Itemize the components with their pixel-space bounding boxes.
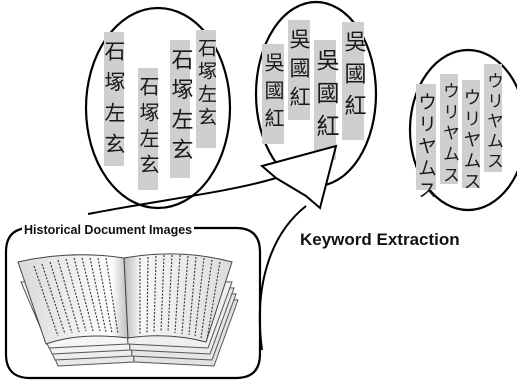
keyword-word: 吳國紅: [341, 22, 367, 140]
document-box-frame: [4, 226, 262, 380]
document-images-box: [4, 226, 262, 380]
keyword-word: 石塚左玄: [195, 30, 217, 148]
svg-text:ウリヤムス: ウリヤムス: [415, 92, 437, 202]
output-label: Keyword Extraction: [300, 230, 460, 249]
svg-text:ウリヤムス: ウリヤムス: [439, 82, 459, 187]
source-label: Historical Document Images: [22, 223, 195, 237]
arrow-curve-lower: [258, 205, 307, 351]
keyword-group-1-ellipse: [84, 6, 232, 210]
keyword-group-2: 吳國紅 吳國紅 吳國紅 吳國紅: [254, 0, 378, 188]
svg-text:ウリヤムス: ウリヤムス: [461, 88, 482, 193]
keyword-word: ウリヤムス: [483, 64, 503, 172]
keyword-word: 石塚左玄: [102, 32, 126, 166]
keyword-word: ウリヤムス: [461, 80, 482, 193]
keyword-group-3: ウリヤムス ウリヤムス ウリヤムス ウリヤムス: [408, 48, 517, 212]
arrow-head: [259, 144, 338, 210]
svg-text:吳國紅: 吳國紅: [287, 28, 311, 115]
keyword-word: ウリヤムス: [439, 74, 459, 187]
keyword-group-1: 石塚左玄 石塚左玄 石塚左玄 石塚左玄: [84, 6, 232, 210]
keyword-word: 吳國紅: [261, 44, 285, 144]
open-book-right-page: [123, 253, 233, 343]
keyword-word: 吳國紅: [312, 40, 340, 160]
svg-text:吳國紅: 吳國紅: [312, 48, 340, 147]
svg-text:ウリヤムス: ウリヤムス: [483, 72, 503, 172]
keyword-word: 吳國紅: [287, 20, 311, 120]
svg-text:石塚左玄: 石塚左玄: [136, 76, 160, 180]
keyword-word: 石塚左玄: [136, 68, 160, 190]
svg-text:吳國紅: 吳國紅: [261, 52, 285, 136]
extraction-arrows: [87, 144, 338, 351]
keyword-word: 石塚左玄: [168, 40, 194, 178]
svg-text:吳國紅: 吳國紅: [341, 30, 367, 126]
document-stack: [17, 253, 239, 367]
svg-text:石塚左玄: 石塚左玄: [195, 38, 217, 130]
keyword-group-3-ellipse: [408, 48, 517, 212]
arrow-curve-upper: [87, 177, 277, 215]
keyword-word: ウリヤムス: [415, 84, 437, 202]
svg-text:石塚左玄: 石塚左玄: [168, 48, 194, 168]
svg-text:石塚左玄: 石塚左玄: [102, 40, 126, 164]
